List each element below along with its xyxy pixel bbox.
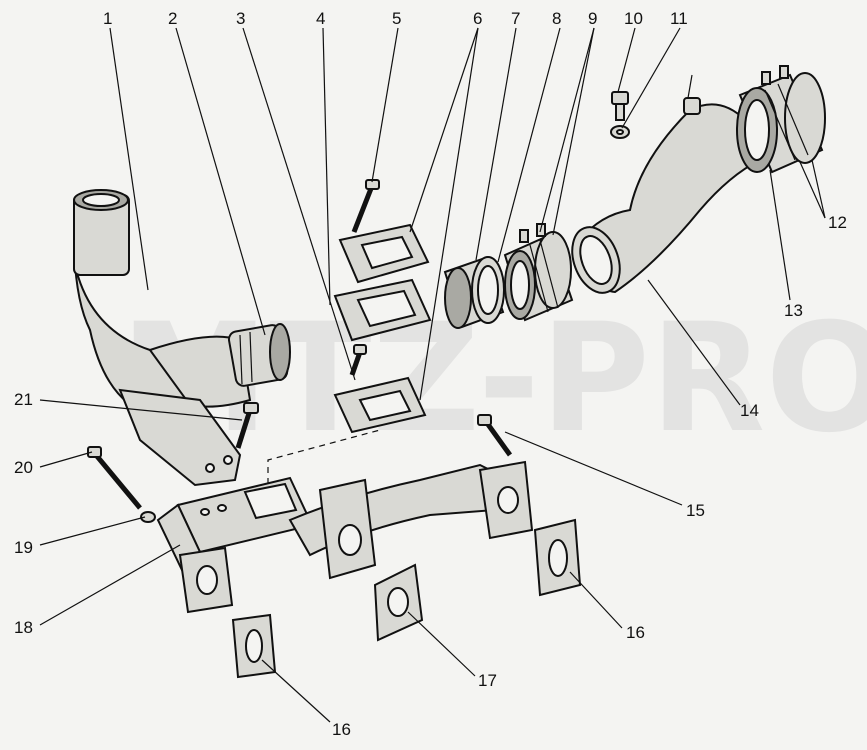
bolt-5 (351, 179, 380, 233)
callout-16-right: 16 (626, 623, 645, 642)
callout-8: 8 (552, 9, 561, 28)
bolt-15 (477, 414, 513, 457)
bolt-20-washer-19 (87, 446, 156, 523)
callout-9: 9 (588, 9, 597, 28)
leader-lines (39, 27, 826, 723)
bolt-10-washer-11 (610, 91, 630, 139)
gasket-17 (373, 563, 424, 642)
top-clamp (736, 65, 826, 174)
gasket-upper (338, 223, 430, 284)
callout-7: 7 (511, 9, 520, 28)
gasket-lower (333, 376, 427, 434)
callout-19: 19 (14, 538, 33, 557)
callout-17: 17 (478, 671, 497, 690)
callout-16-left: 16 (332, 720, 351, 739)
exhaust-manifold (156, 460, 534, 614)
flange-plate (333, 278, 432, 342)
elbow-exhaust-pipe (73, 189, 252, 487)
callout-14: 14 (740, 401, 759, 420)
bent-outlet-pipe (571, 97, 762, 294)
callout-18: 18 (14, 618, 33, 637)
callout-12: 12 (828, 213, 847, 232)
outlet-sleeve (227, 323, 291, 387)
callout-10: 10 (624, 9, 643, 28)
gasket-16-left (231, 613, 277, 679)
callout-21: 21 (14, 390, 33, 409)
callout-20: 20 (14, 458, 33, 477)
callout-11: 11 (670, 9, 688, 28)
callout-4: 4 (316, 9, 325, 28)
sealing-ring (443, 256, 505, 329)
callout-15: 15 (686, 501, 705, 520)
callout-3: 3 (236, 9, 245, 28)
callout-1: 1 (103, 9, 112, 28)
callout-6: 6 (473, 9, 482, 28)
callout-5: 5 (392, 9, 401, 28)
callout-13: 13 (784, 301, 803, 320)
bolt-3 (349, 344, 367, 376)
callout-labels: 1 2 3 4 5 6 7 8 9 10 11 12 13 14 15 16 1… (14, 9, 847, 739)
callout-2: 2 (168, 9, 177, 28)
gasket-16-right (533, 518, 582, 597)
bolt-21 (235, 402, 259, 449)
